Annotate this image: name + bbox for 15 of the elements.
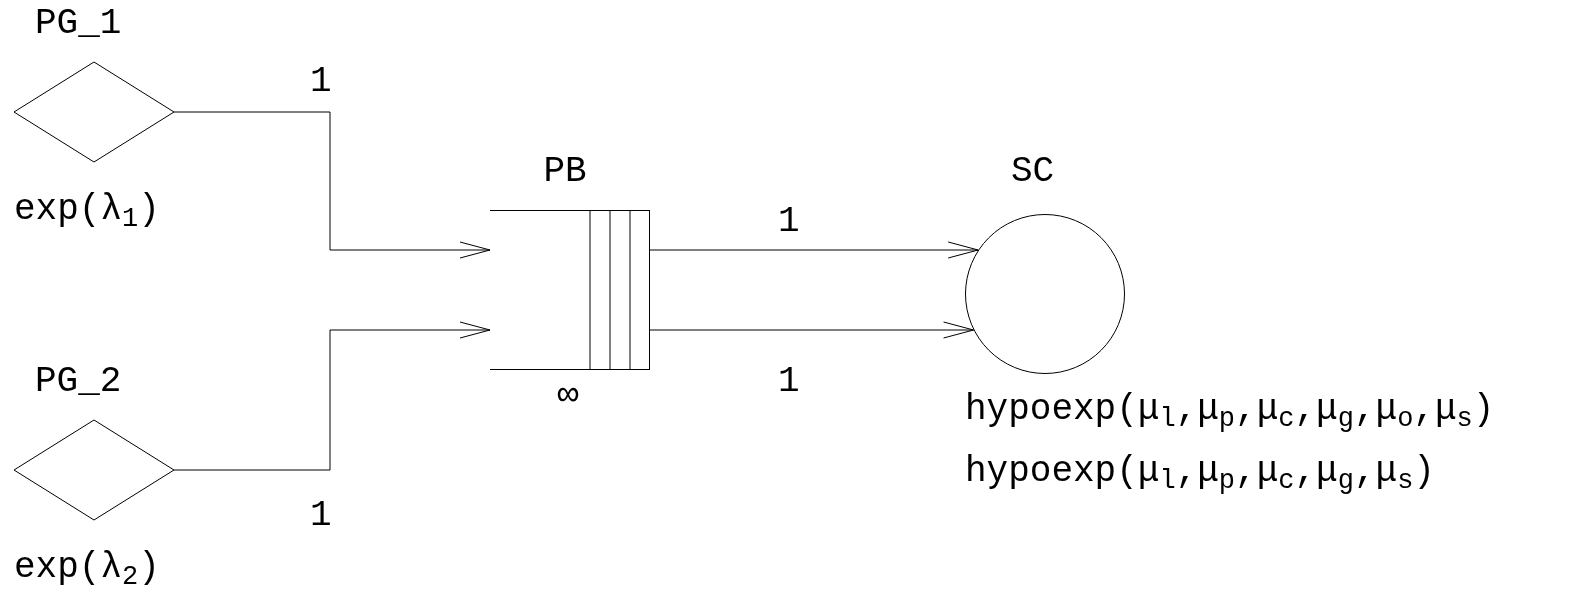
distribution-label: exp(λ$_{1}$) (14, 192, 160, 228)
arrow (173, 111, 491, 259)
node-label: PB (543, 154, 587, 190)
arrow (173, 321, 491, 471)
edge-label: 1 (778, 364, 800, 400)
edge-label: 1 (310, 64, 332, 100)
node-label: PG_1 (35, 6, 122, 42)
node-label: SC (1011, 154, 1055, 190)
arrow (649, 241, 979, 259)
arrow (649, 321, 975, 339)
edge-label: 1 (310, 498, 332, 534)
edge-label: 1 (778, 204, 800, 240)
distribution-label: exp(λ$_{2}$) (14, 550, 160, 586)
distribution-label: ∞ (557, 378, 579, 414)
node-label: PG_2 (35, 364, 122, 400)
